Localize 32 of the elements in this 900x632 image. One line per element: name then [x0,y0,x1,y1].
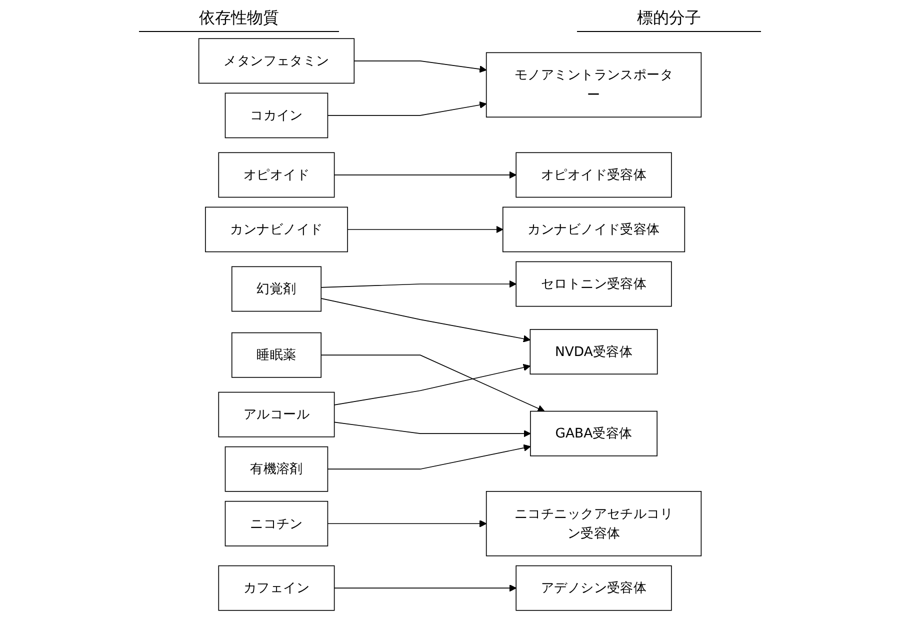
node-box: カフェイン [218,565,335,611]
arrow [320,298,531,342]
node-box: オピオイド [218,152,335,198]
node-box: モノアミントランスポーター [486,52,702,118]
node-box: 有機溶剤 [224,446,328,492]
node-box: カンナビノイド受容体 [502,206,686,252]
node-box: オピオイド受容体 [516,152,672,198]
node-box: アルコール [218,392,335,438]
arrow [347,226,504,234]
column-heading: 標的分子 [577,6,761,32]
arrow [334,171,516,179]
column-heading: 依存性物質 [139,6,339,32]
node-box: ニコチン [224,500,328,546]
arrow [327,520,487,528]
arrow [320,354,545,412]
node-box: アデノシン受容体 [516,565,672,611]
node-box: メタンフェタミン [198,38,355,84]
node-box: セロトニン受容体 [516,261,672,307]
node-box: カンナビノイド [205,206,348,252]
node-box: ニコチニックアセチルコリン受容体 [486,491,702,556]
arrow [334,584,516,592]
arrow [327,101,487,116]
arrow [334,364,531,406]
arrow [354,60,487,73]
node-box: 幻覚剤 [231,266,322,312]
node-box: NVDA受容体 [530,329,658,374]
arrow [320,280,516,288]
arrow [327,444,531,470]
node-box: コカイン [224,92,328,138]
node-box: 睡眠薬 [231,332,322,378]
arrow [334,422,531,438]
node-box: GABA受容体 [530,410,658,456]
